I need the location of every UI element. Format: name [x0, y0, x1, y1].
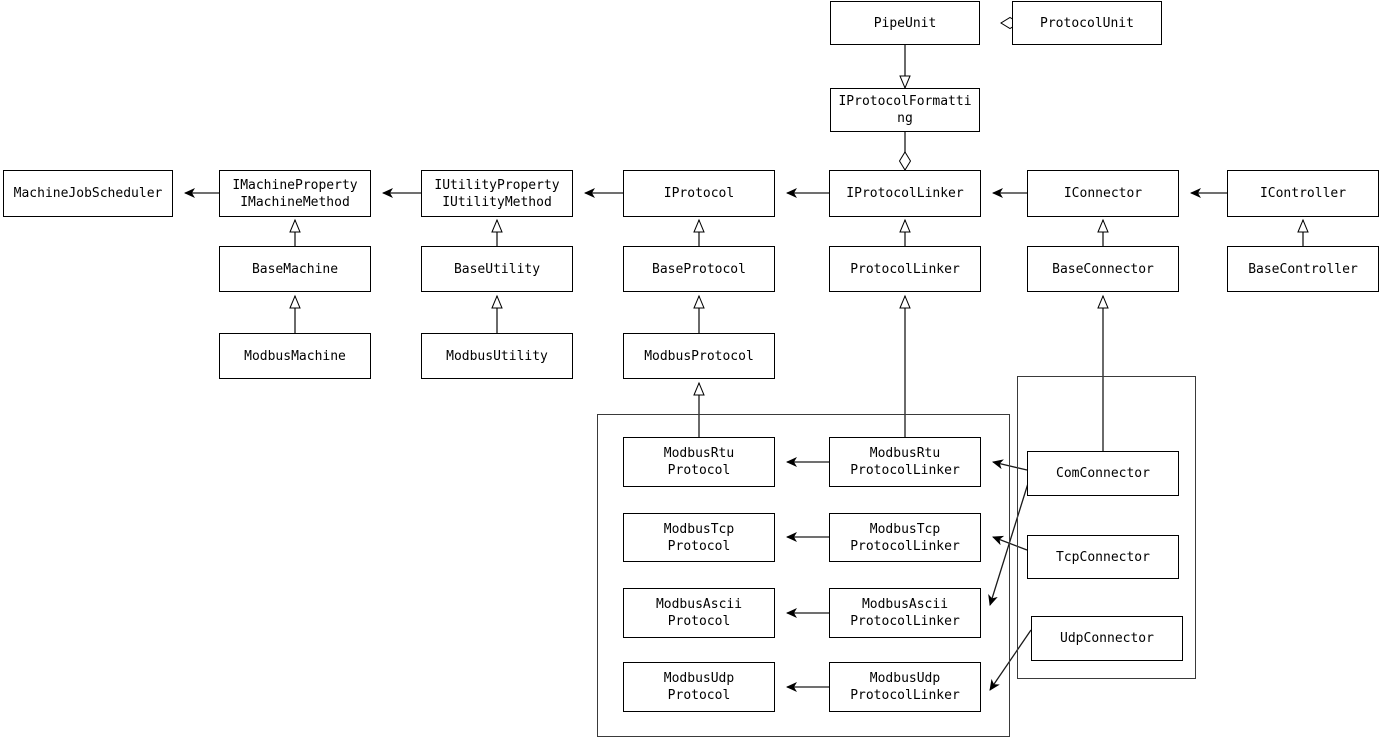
- class-box-icontroller[interactable]: IController: [1227, 170, 1379, 217]
- class-box-machinejobscheduler[interactable]: MachineJobScheduler: [3, 170, 173, 217]
- class-box-modbusutility[interactable]: ModbusUtility: [421, 333, 573, 379]
- class-box-pipeunit[interactable]: PipeUnit: [830, 1, 980, 45]
- class-box-imachineproperty[interactable]: IMachineProperty IMachineMethod: [219, 170, 371, 217]
- class-box-modbusrtuprotocol[interactable]: ModbusRtu Protocol: [623, 437, 775, 487]
- class-box-udpconnector[interactable]: UdpConnector: [1031, 616, 1183, 661]
- class-box-protocollinker[interactable]: ProtocolLinker: [829, 246, 981, 292]
- class-box-modbusudpprotocol[interactable]: ModbusUdp Protocol: [623, 662, 775, 712]
- class-box-baseutility[interactable]: BaseUtility: [421, 246, 573, 292]
- class-box-modbusmachine[interactable]: ModbusMachine: [219, 333, 371, 379]
- class-box-modbusudpprotocollinker[interactable]: ModbusUdp ProtocolLinker: [829, 662, 981, 712]
- class-box-tcpconnector[interactable]: TcpConnector: [1027, 535, 1179, 579]
- class-box-modbusrtuprotocollinker[interactable]: ModbusRtu ProtocolLinker: [829, 437, 981, 487]
- class-box-modbustcpprotocol[interactable]: ModbusTcp Protocol: [623, 513, 775, 562]
- class-box-modbusasciiprotocol[interactable]: ModbusAscii Protocol: [623, 588, 775, 638]
- class-box-baseprotocol[interactable]: BaseProtocol: [623, 246, 775, 292]
- class-box-modbustcpprotocollinker[interactable]: ModbusTcp ProtocolLinker: [829, 513, 981, 562]
- class-box-basemachine[interactable]: BaseMachine: [219, 246, 371, 292]
- class-box-protocolunit[interactable]: ProtocolUnit: [1012, 1, 1162, 45]
- class-box-comconnector[interactable]: ComConnector: [1027, 451, 1179, 496]
- class-box-basecontroller[interactable]: BaseController: [1227, 246, 1379, 292]
- class-box-iprotocol[interactable]: IProtocol: [623, 170, 775, 217]
- class-box-iutilityproperty[interactable]: IUtilityProperty IUtilityMethod: [421, 170, 573, 217]
- class-box-modbusprotocol[interactable]: ModbusProtocol: [623, 333, 775, 379]
- class-box-baseconnector[interactable]: BaseConnector: [1027, 246, 1179, 292]
- class-box-iconnector[interactable]: IConnector: [1027, 170, 1179, 217]
- class-box-iprotocollinker[interactable]: IProtocolLinker: [829, 170, 981, 217]
- class-box-iprotocolformatting[interactable]: IProtocolFormatti ng: [830, 88, 980, 132]
- class-box-modbusasciiprotocollinker[interactable]: ModbusAscii ProtocolLinker: [829, 588, 981, 638]
